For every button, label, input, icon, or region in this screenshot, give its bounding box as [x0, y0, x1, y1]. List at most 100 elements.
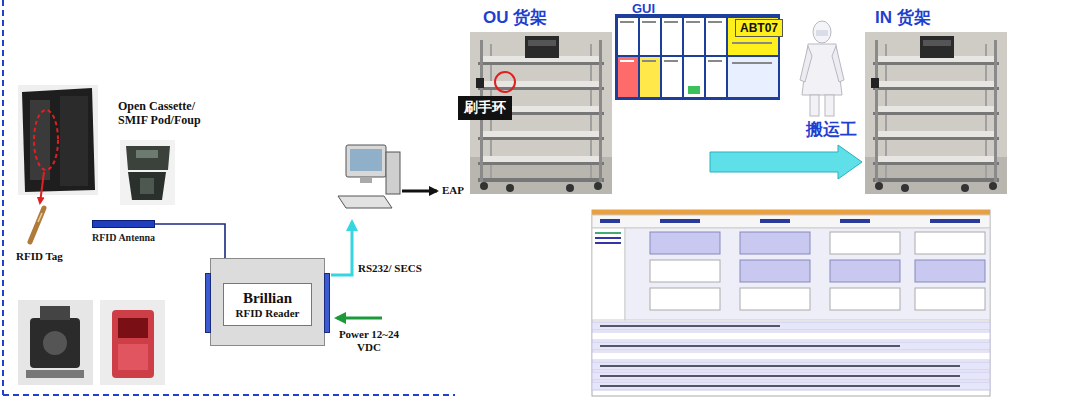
monitor-screenshot [600, 325, 780, 327]
gui-screenshot [620, 21, 634, 23]
gui-screenshot [706, 18, 726, 55]
gui-screenshot [615, 14, 780, 100]
gui-screenshot [664, 21, 678, 23]
reader-photo-2 [118, 344, 148, 370]
foup-photo [30, 100, 50, 180]
smif-pod-photo [126, 146, 170, 170]
panel-border [2, 0, 4, 395]
worker-label: 搬运工 [806, 120, 857, 140]
computer-icon [338, 196, 392, 208]
computer-icon [386, 152, 400, 194]
monitor-screenshot [592, 382, 990, 390]
monitor-screenshot [592, 210, 990, 396]
foup-photo [60, 96, 88, 186]
monitor-screenshot [740, 232, 810, 254]
part-name: RFID Tag [16, 250, 63, 263]
gui-screenshot [620, 60, 634, 62]
reader-photo-2 [100, 300, 165, 385]
monitor-screenshot [595, 237, 621, 239]
monitor-screenshot [592, 352, 990, 360]
antenna-bar [92, 220, 155, 228]
brand-name: Brillian [230, 290, 305, 307]
monitor-screenshot [740, 260, 810, 282]
move-arrow [710, 145, 862, 179]
computer-icon [360, 177, 372, 183]
monitor-screenshot [592, 342, 990, 350]
monitor-screenshot [595, 242, 621, 244]
gui-screenshot [732, 62, 772, 64]
wristband-tag: 刷手环 [458, 96, 512, 120]
gui-screenshot [684, 57, 704, 97]
monitor-screenshot [592, 228, 625, 320]
monitor-screenshot [740, 288, 810, 310]
tag-arrow [40, 172, 44, 203]
monitor-screenshot [915, 288, 985, 310]
monitor-screenshot [600, 219, 620, 223]
reader-photo-1 [18, 300, 93, 385]
cleanroom-worker [825, 95, 834, 116]
monitor-screenshot [592, 332, 990, 340]
power-spec: Power 12~24 VDC [336, 328, 402, 353]
scan-circle [495, 72, 515, 92]
gui-screenshot [708, 60, 722, 62]
monitor-screenshot [592, 362, 990, 370]
computer-icon [350, 149, 382, 171]
rfid-tag-photo [30, 208, 44, 242]
reader-photo-1 [40, 306, 70, 320]
cleanroom-worker [800, 21, 844, 116]
monitor-screenshot [930, 219, 980, 223]
gui-screenshot [662, 18, 682, 55]
monitor-screenshot [650, 260, 720, 282]
antenna-name: RFID Antenna [92, 232, 155, 243]
gui-screenshot [706, 57, 726, 97]
rfid-antenna: RFID Antenna [92, 220, 155, 243]
part-name: Open Cassette/ SMIF Pod/Foup [118, 100, 222, 128]
move-arrow [710, 145, 862, 179]
foup-photo [18, 85, 98, 195]
system-name: EAP [442, 184, 464, 197]
monitor-screenshot [595, 232, 621, 234]
gui-screenshot [708, 21, 722, 23]
smif-pod-photo [128, 172, 166, 200]
monitor-screenshot [592, 322, 990, 330]
shelf-title: OU 货架 [483, 8, 547, 28]
foup-photo [34, 110, 58, 170]
rfid-tag-photo [38, 213, 42, 222]
serial-link-arrow [331, 222, 352, 275]
cleanroom-worker [816, 30, 828, 36]
computer-icon [338, 145, 400, 208]
reader-port [324, 273, 330, 333]
monitor-screenshot [830, 232, 900, 254]
rfid-reader-box: BrillianRFID Reader [210, 258, 325, 346]
gui-screenshot [686, 21, 700, 23]
monitor-screenshot [592, 210, 990, 396]
shelf-code: ABT07 [740, 21, 778, 35]
monitor-screenshot [915, 232, 985, 254]
monitor-screenshot [660, 219, 700, 223]
foup-photo [18, 85, 98, 195]
rfid-tag-photo [30, 208, 44, 242]
monitor-screenshot [830, 260, 900, 282]
monitor-screenshot [625, 228, 990, 320]
reader-photo-2 [118, 318, 148, 338]
reader-photo-1 [30, 318, 80, 368]
monitor-screenshot [600, 345, 900, 347]
gui-screenshot [615, 14, 780, 100]
gui-screenshot [684, 18, 704, 55]
cleanroom-worker [832, 46, 844, 82]
gui-title: GUI [632, 2, 655, 17]
cleanroom-worker [810, 95, 819, 116]
gui-screenshot [732, 42, 772, 44]
power-arrow [337, 317, 382, 320]
gui-status-cell: ABT07 [735, 19, 783, 37]
reader-photo-1 [43, 331, 67, 355]
smif-pod-photo [140, 178, 154, 194]
reader-port [205, 273, 211, 333]
device-name: RFID Reader [230, 307, 305, 319]
serial-link-arrow [331, 222, 352, 275]
monitor-screenshot [760, 219, 790, 223]
cleanroom-worker [813, 21, 831, 43]
